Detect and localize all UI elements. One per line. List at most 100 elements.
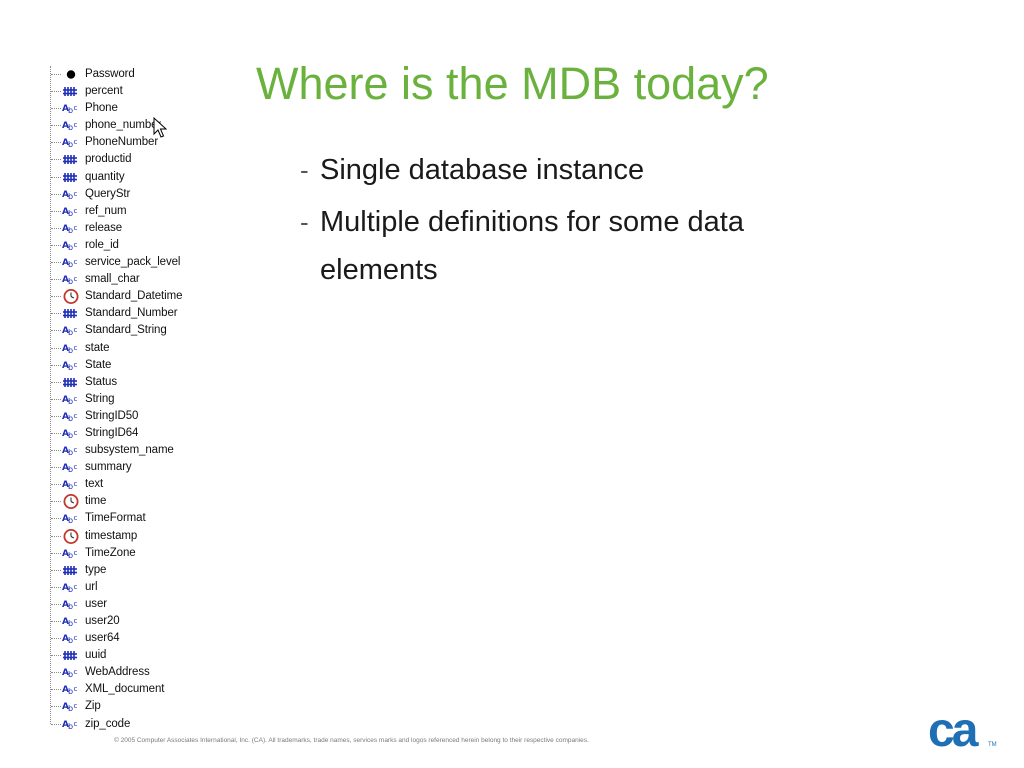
- string-icon: A b c: [61, 476, 81, 493]
- tree-item[interactable]: Standard_Datetime: [44, 288, 244, 305]
- svg-text:A: A: [62, 480, 69, 490]
- tree-item[interactable]: quantity: [44, 169, 244, 186]
- string-icon: A b c: [61, 442, 81, 459]
- tree-item[interactable]: percent: [44, 83, 244, 100]
- tree-item-label: TimeZone: [85, 546, 136, 559]
- svg-text:b: b: [68, 636, 73, 645]
- svg-text:A: A: [62, 720, 69, 730]
- string-icon: A b c: [61, 134, 81, 151]
- tree-branch-line: [51, 91, 61, 93]
- svg-text:A: A: [62, 668, 69, 678]
- svg-text:c: c: [74, 429, 78, 437]
- svg-text:A: A: [62, 412, 69, 422]
- svg-text:b: b: [68, 123, 73, 132]
- ca-logo: ca TM: [928, 704, 997, 750]
- svg-text:A: A: [62, 104, 69, 114]
- svg-text:A: A: [62, 634, 69, 644]
- svg-text:c: c: [74, 514, 78, 522]
- svg-text:b: b: [68, 602, 73, 611]
- tree-item-label: StringID64: [85, 426, 139, 439]
- svg-text:b: b: [68, 140, 73, 149]
- tree-branch-line: [51, 227, 61, 229]
- svg-text:b: b: [68, 619, 73, 628]
- tree-item[interactable]: Status: [44, 374, 244, 391]
- tree-item[interactable]: productid: [44, 151, 244, 168]
- svg-text:b: b: [68, 346, 73, 355]
- tree-item[interactable]: type: [44, 562, 244, 579]
- tree-item-label: ref_num: [85, 204, 127, 217]
- tree-item-label: zip_code: [85, 717, 131, 730]
- tree-branch-line: [51, 125, 61, 127]
- svg-text:b: b: [68, 243, 73, 252]
- tree-item-label: time: [85, 495, 107, 508]
- tree-branch-line: [51, 415, 61, 417]
- bullet-icon: [61, 66, 81, 83]
- tree-item-label: Standard_Number: [85, 307, 178, 320]
- tree-branch-line: [51, 193, 61, 195]
- string-icon: A b c: [61, 100, 81, 117]
- svg-text:c: c: [74, 190, 78, 198]
- tree-item-label: Standard_Datetime: [85, 290, 183, 303]
- tree-branch-line: [51, 552, 61, 554]
- tree-item-label: Password: [85, 68, 135, 80]
- tree-branch-line: [51, 569, 61, 571]
- mouse-cursor-icon: [153, 117, 167, 138]
- svg-text:A: A: [62, 446, 69, 456]
- string-icon: A b c: [61, 117, 81, 134]
- svg-text:b: b: [68, 363, 73, 372]
- svg-text:b: b: [68, 397, 73, 406]
- svg-text:A: A: [62, 121, 69, 131]
- tree-item-label: user: [85, 597, 107, 610]
- tree-item[interactable]: uuid: [44, 647, 244, 664]
- tree-item[interactable]: time: [44, 493, 244, 510]
- string-icon: A b c: [61, 716, 81, 733]
- number-icon: [61, 169, 81, 186]
- tree-branch-line: [51, 347, 61, 349]
- svg-text:A: A: [62, 463, 69, 473]
- number-icon: [61, 305, 81, 322]
- tree-branch-line: [51, 244, 61, 246]
- tree-branch-line: [51, 586, 61, 588]
- svg-text:A: A: [62, 361, 69, 371]
- svg-text:b: b: [68, 431, 73, 440]
- tree-item[interactable]: Password: [44, 66, 244, 83]
- tree-branch-line: [51, 176, 61, 178]
- tree-item[interactable]: Standard_Number: [44, 305, 244, 322]
- svg-text:c: c: [74, 412, 78, 420]
- string-icon: A b c: [61, 391, 81, 408]
- bullet-dash: -: [300, 155, 309, 185]
- tree-item[interactable]: A b c zip_code: [44, 716, 244, 733]
- svg-text:b: b: [68, 106, 73, 115]
- tree-branch-line: [51, 484, 61, 486]
- tree-item-label: percent: [85, 85, 123, 98]
- tree-item[interactable]: timestamp: [44, 528, 244, 545]
- tree-item-label: state: [85, 341, 110, 354]
